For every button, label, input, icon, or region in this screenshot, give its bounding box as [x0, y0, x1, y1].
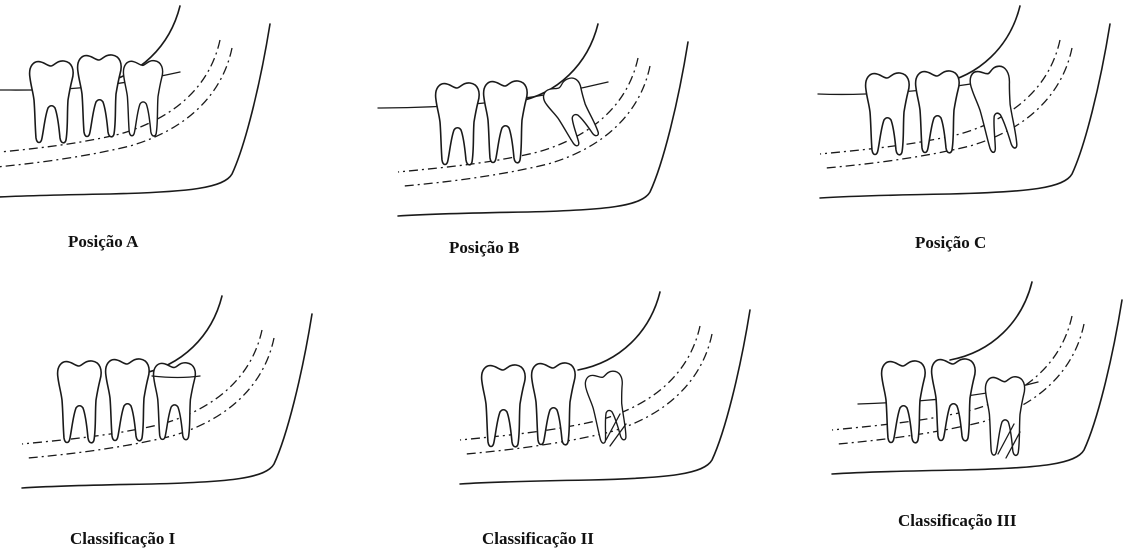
panel-classificacao-iii: Classificação III: [828, 286, 1131, 549]
caption: Posição B: [449, 239, 519, 256]
panel-posicao-b: Posição B: [378, 0, 718, 260]
caption: Posição C: [915, 234, 986, 251]
caption: Classificação III: [898, 512, 1017, 529]
tooth-diagram: [0, 280, 340, 549]
tooth-diagram: [0, 0, 320, 230]
tooth-diagram: [818, 0, 1128, 260]
tooth-diagram: [420, 290, 760, 549]
tooth-diagram: [378, 0, 718, 260]
panel-posicao-a: Posição A: [0, 0, 320, 230]
panel-classificacao-i: Classificação I: [0, 280, 340, 549]
panel-posicao-c: Posição C: [818, 0, 1128, 260]
panel-classificacao-ii: Classificação II: [420, 290, 760, 549]
caption: Classificação II: [482, 530, 594, 547]
tooth-diagram: [828, 286, 1131, 549]
caption: Classificação I: [70, 530, 175, 547]
caption: Posição A: [68, 233, 138, 250]
